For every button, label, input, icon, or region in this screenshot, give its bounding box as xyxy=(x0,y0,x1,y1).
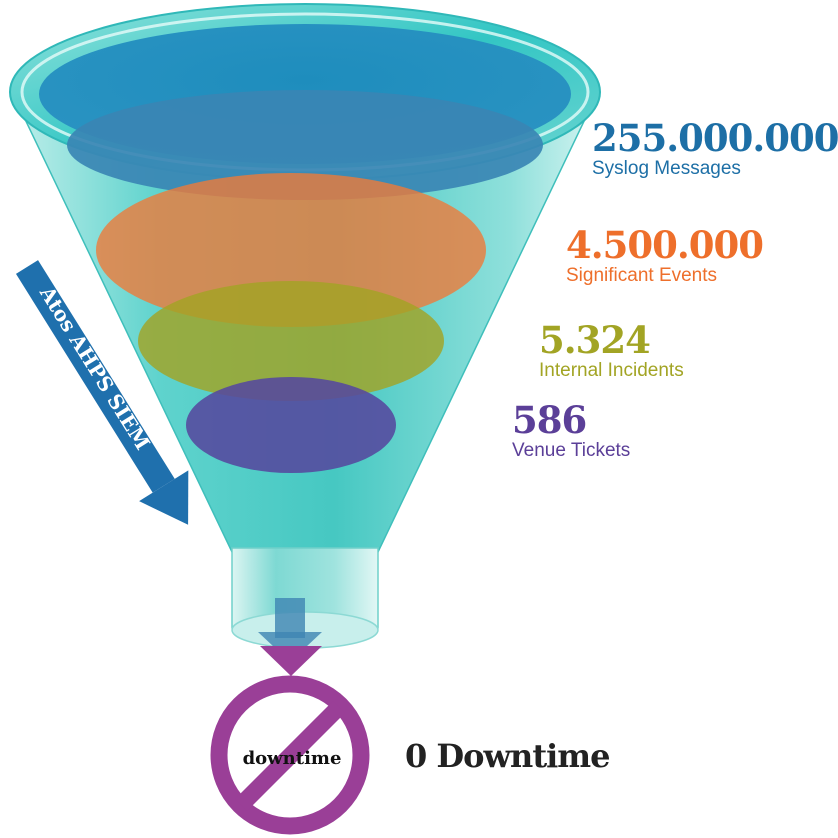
result-label: 0 Downtime xyxy=(405,737,610,775)
siem-arrow-icon xyxy=(15,260,189,525)
downtime-sign-word: downtime xyxy=(242,748,342,769)
no-sign-icon xyxy=(210,675,370,835)
stat-value: 4.500.000 xyxy=(566,223,764,267)
layer-venue xyxy=(186,377,396,473)
stat-value: 586 xyxy=(512,398,587,442)
stat-label: Syslog Messages xyxy=(592,158,741,179)
stat-label: Significant Events xyxy=(566,265,718,286)
stat-syslog: 255.000.000 Syslog Messages xyxy=(592,118,838,180)
funnel-diagram xyxy=(9,3,601,835)
stat-label: Internal Incidents xyxy=(539,360,684,381)
stat-significant: 4.500.000 Significant Events xyxy=(566,223,764,287)
layer-internal xyxy=(138,281,444,401)
pointer-triangle-icon xyxy=(260,646,322,676)
stat-value: 5.324 xyxy=(539,318,651,362)
stat-value: 255.000.000 xyxy=(592,116,838,160)
stat-label: Venue Tickets xyxy=(512,440,631,461)
stat-venue: 586 Venue Tickets xyxy=(512,400,630,462)
layer-syslog xyxy=(67,90,543,200)
layer-significant xyxy=(96,173,486,327)
stat-internal: 5.324 Internal Incidents xyxy=(539,320,684,382)
